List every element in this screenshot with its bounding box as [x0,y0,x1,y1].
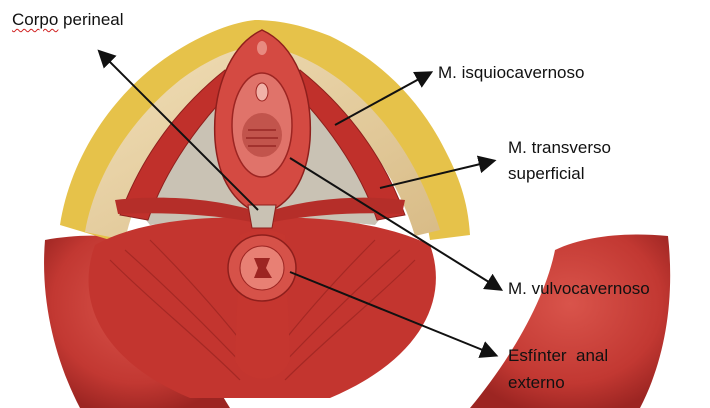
label-esfinter-line1: Esfínter anal [508,345,608,367]
label-transverso-line2: superficial [508,163,585,185]
label-esfinter-line2: externo [508,372,565,394]
external-anal-sphincter [228,230,296,379]
label-corpo-perineal: Corpo perineal [12,9,124,31]
label-isquiocavernoso: M. isquiocavernoso [438,62,584,84]
label-vulvocavernoso: M. vulvocavernoso [508,278,650,300]
label-corpo-perineal-word1: Corpo [12,10,58,29]
perineal-body [248,205,276,228]
label-transverso-line1: M. transverso [508,137,611,159]
label-corpo-perineal-word2: perineal [58,10,123,29]
